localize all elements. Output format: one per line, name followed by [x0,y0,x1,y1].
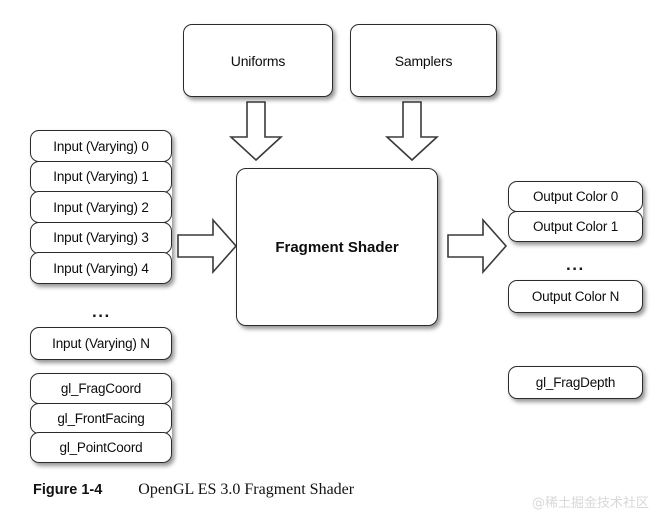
figure-caption: Figure 1-4 OpenGL ES 3.0 Fragment Shader [33,481,354,499]
node-output-color-n-label: Output Color N [531,289,620,304]
node-input-varying-4: Input (Varying) 4 [30,252,172,284]
varying-inputs-ellipsis: ... [92,302,111,321]
node-output-color-1: Output Color 1 [508,210,643,242]
figure-number: Figure 1-4 [33,482,103,498]
node-input-varying-n-label: Input (Varying) N [52,336,150,351]
node-input-varying-n: Input (Varying) N [30,327,172,360]
node-gl-frontfacing: gl_FrontFacing [30,402,172,434]
node-uniforms-label: Uniforms [230,52,286,69]
node-gl-frontfacing-label: gl_FrontFacing [57,410,145,426]
node-gl-fragcoord: gl_FragCoord [30,373,172,404]
node-samplers: Samplers [350,24,497,97]
figure-title: OpenGL ES 3.0 Fragment Shader [138,481,355,498]
node-gl-pointcoord-label: gl_PointCoord [59,440,143,455]
node-output-color-0-label: Output Color 0 [533,189,618,204]
node-input-varying-2: Input (Varying) 2 [30,191,172,223]
output-colors-group: Output Color 0 Output Color 1 [508,181,643,242]
node-gl-pointcoord: gl_PointCoord [30,432,172,463]
arrow-inputs-to-shader [177,218,239,274]
node-input-varying-1-label: Input (Varying) 1 [53,169,149,184]
node-input-varying-0-label: Input (Varying) 0 [53,138,149,154]
node-fragment-shader-label: Fragment Shader [275,238,399,256]
arrow-shader-to-outputs [447,218,509,274]
node-output-color-1-label: Output Color 1 [533,218,618,234]
node-uniforms: Uniforms [183,24,333,97]
node-input-varying-3-label: Input (Varying) 3 [53,230,149,245]
node-input-varying-0: Input (Varying) 0 [30,130,172,162]
node-input-varying-3: Input (Varying) 3 [30,221,172,254]
varying-inputs-group: Input (Varying) 0 Input (Varying) 1 Inpu… [30,130,172,284]
builtin-inputs-group: gl_FragCoord gl_FrontFacing gl_PointCoor… [30,373,172,463]
node-fragment-shader: Fragment Shader [236,168,438,326]
watermark: @稀土掘金技术社区 [531,496,649,511]
arrow-uniforms-to-shader [226,101,286,162]
output-colors-ellipsis: ... [566,255,585,274]
node-output-color-0: Output Color 0 [508,181,643,212]
arrow-samplers-to-shader [382,101,442,162]
node-input-varying-2-label: Input (Varying) 2 [53,199,149,215]
node-gl-fragdepth: gl_FragDepth [508,366,643,399]
node-output-color-n: Output Color N [508,280,643,313]
node-gl-fragcoord-label: gl_FragCoord [60,381,142,396]
node-input-varying-4-label: Input (Varying) 4 [53,260,149,276]
node-input-varying-1: Input (Varying) 1 [30,160,172,193]
node-samplers-label: Samplers [394,52,453,69]
node-gl-fragdepth-label: gl_FragDepth [535,375,616,390]
